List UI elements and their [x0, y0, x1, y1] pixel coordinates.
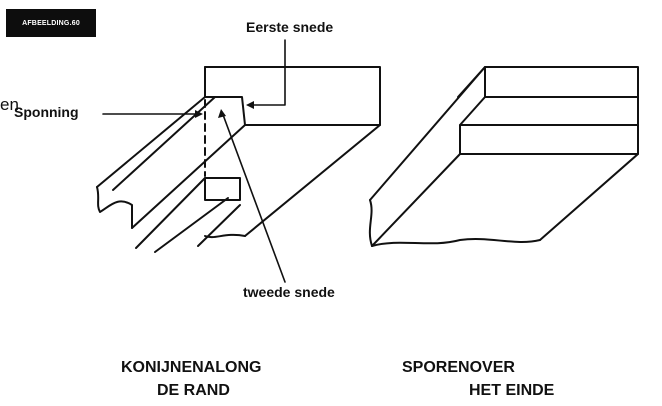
- callout-lines: [102, 39, 286, 283]
- rabbet-floor-edge: [131, 124, 246, 229]
- figure-badge: AFBEELDING.60: [6, 9, 96, 37]
- first-cut-label: Eerste snede: [246, 19, 334, 35]
- end-dado-step: [459, 124, 639, 155]
- rabbet-inner-line-3: [197, 204, 241, 247]
- first-cut-arrowhead: [246, 101, 254, 109]
- first-cut-leader: [247, 39, 286, 106]
- board-left-edge: [369, 66, 486, 201]
- right-caption-line-1: SPORENOVER: [402, 359, 515, 376]
- second-cut-arrowhead: [218, 109, 226, 118]
- right-bottom-break: [371, 238, 541, 247]
- rabbet-arrowhead: [195, 110, 203, 118]
- rabbet-along-edge-drawing: [96, 66, 381, 253]
- rabbet-profile-top: [204, 96, 246, 126]
- cut-off-text-fragment: en: [0, 95, 19, 114]
- board-front-right-edge: [539, 153, 639, 241]
- left-caption-line-2: DE RAND: [157, 382, 230, 399]
- second-cut-leader: [221, 111, 286, 283]
- rabbet-inner-line-1: [135, 177, 206, 249]
- step-link-left-mid: [459, 96, 486, 126]
- left-break-line: [96, 186, 133, 229]
- right-side-break: [368, 199, 373, 247]
- board-left-edge-top: [96, 96, 206, 188]
- front-break-line: [204, 233, 246, 239]
- second-cut-label: tweede snede: [243, 284, 335, 300]
- board-top-face: [204, 66, 381, 126]
- dado-across-end-drawing: [368, 66, 639, 247]
- board-front-left-edge: [371, 153, 461, 247]
- right-caption-line-2: HET EINDE: [469, 382, 555, 399]
- end-top-step: [484, 66, 639, 98]
- board-left-edge-inner: [112, 96, 216, 191]
- board-bottom-front-edge: [244, 124, 381, 237]
- figure-badge-label: AFBEELDING.60: [22, 19, 80, 27]
- rabbet-end-block: [204, 177, 241, 201]
- left-caption-line-1: KONIJNENALONG: [121, 359, 262, 376]
- rabbet-inner-line-2: [154, 197, 229, 253]
- rabbet-label: Sponning: [14, 104, 79, 120]
